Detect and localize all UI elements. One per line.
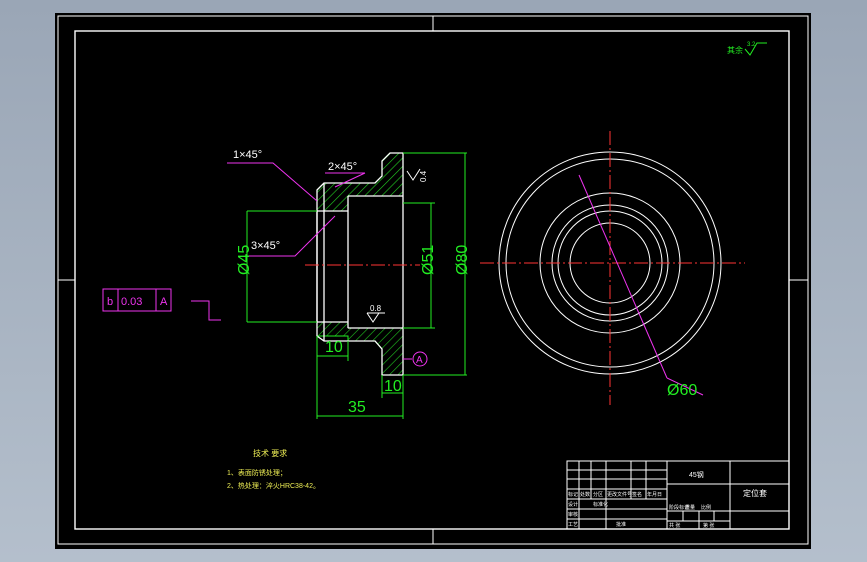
dim-d80: Ø80 bbox=[454, 245, 471, 275]
dim-len35: 35 bbox=[348, 399, 366, 416]
title-block-r0-c4: 签名 bbox=[632, 491, 642, 498]
roughness-value: 3.2 bbox=[747, 42, 756, 48]
datum-a-circle bbox=[412, 351, 428, 367]
roughness-bore-value: 0.8 bbox=[370, 304, 382, 313]
title-block-r2-c0: 审核 bbox=[568, 511, 578, 518]
dim-d60: Ø60 bbox=[667, 382, 697, 399]
engineering-drawing: 其余 3.2 1×45° 2×45° 3×45° 0.4 0.8 bbox=[57, 15, 809, 545]
tech-notes-title: 技术 要求 bbox=[253, 448, 287, 458]
tolerance-value: 0.03 bbox=[121, 296, 142, 308]
title-block-material: 45钢 bbox=[689, 470, 704, 479]
title-block-r0-c0: 标记 bbox=[568, 491, 578, 498]
tolerance-frame bbox=[102, 288, 221, 321]
title-block bbox=[566, 460, 790, 530]
roughness-bore-icon bbox=[366, 312, 380, 323]
tolerance-symbol: b bbox=[107, 296, 113, 308]
outer-frame bbox=[57, 15, 809, 545]
title-block-r3-c0: 工艺 bbox=[568, 522, 578, 528]
title-block-r0-c1: 处数 bbox=[580, 491, 590, 498]
tech-note-1: 1、表面防锈处理； bbox=[227, 468, 287, 477]
chamfer-1x45: 1×45° bbox=[233, 149, 262, 161]
datum-a-label: A bbox=[416, 355, 423, 366]
section-outline bbox=[316, 152, 404, 376]
drawing-viewport[interactable]: 其余 3.2 1×45° 2×45° 3×45° 0.4 0.8 bbox=[55, 13, 811, 549]
dim-len10-right: 10 bbox=[384, 378, 402, 395]
length-dims bbox=[316, 336, 404, 419]
dim-d51: Ø51 bbox=[420, 245, 437, 275]
dim-len10-left: 10 bbox=[325, 339, 343, 356]
title-block-sheets: 共 张 bbox=[669, 522, 680, 529]
title-block-weight: 重量 bbox=[685, 504, 695, 511]
dim-d60-tail bbox=[666, 377, 704, 396]
title-block-r1-c2: 标准化 bbox=[593, 501, 608, 508]
chamfer-2x45: 2×45° bbox=[328, 161, 357, 173]
roughness-top-value: 0.4 bbox=[419, 170, 428, 182]
diameter-dims bbox=[246, 152, 467, 376]
dim-d60-leader bbox=[578, 174, 668, 379]
title-block-r3-c2: 批准 bbox=[616, 521, 626, 528]
title-block-stage: 阶段标记 bbox=[669, 504, 689, 511]
roughness-top-icon bbox=[406, 168, 421, 181]
title-block-r1-c0: 设计 bbox=[568, 501, 578, 508]
title-block-scale: 比例 bbox=[701, 504, 711, 511]
roughness-label: 其余 bbox=[727, 45, 743, 55]
title-block-r0-c5: 年月日 bbox=[647, 491, 662, 498]
title-block-sheet-no: 第 张 bbox=[703, 522, 714, 529]
tech-note-2: 2、热处理：淬火HRC38-42。 bbox=[227, 481, 320, 490]
chamfer-3x45: 3×45° bbox=[251, 240, 280, 252]
title-block-part-name: 定位套 bbox=[743, 488, 767, 498]
dim-d45: Ø45 bbox=[236, 245, 253, 275]
chamfer-leaders bbox=[227, 162, 366, 257]
title-block-r0-c3: 更改文件号 bbox=[607, 491, 632, 498]
title-block-r0-c2: 分区 bbox=[593, 491, 603, 498]
inner-frame bbox=[74, 30, 790, 530]
roughness-symbol-icon bbox=[744, 42, 767, 56]
tolerance-datum: A bbox=[160, 296, 168, 308]
